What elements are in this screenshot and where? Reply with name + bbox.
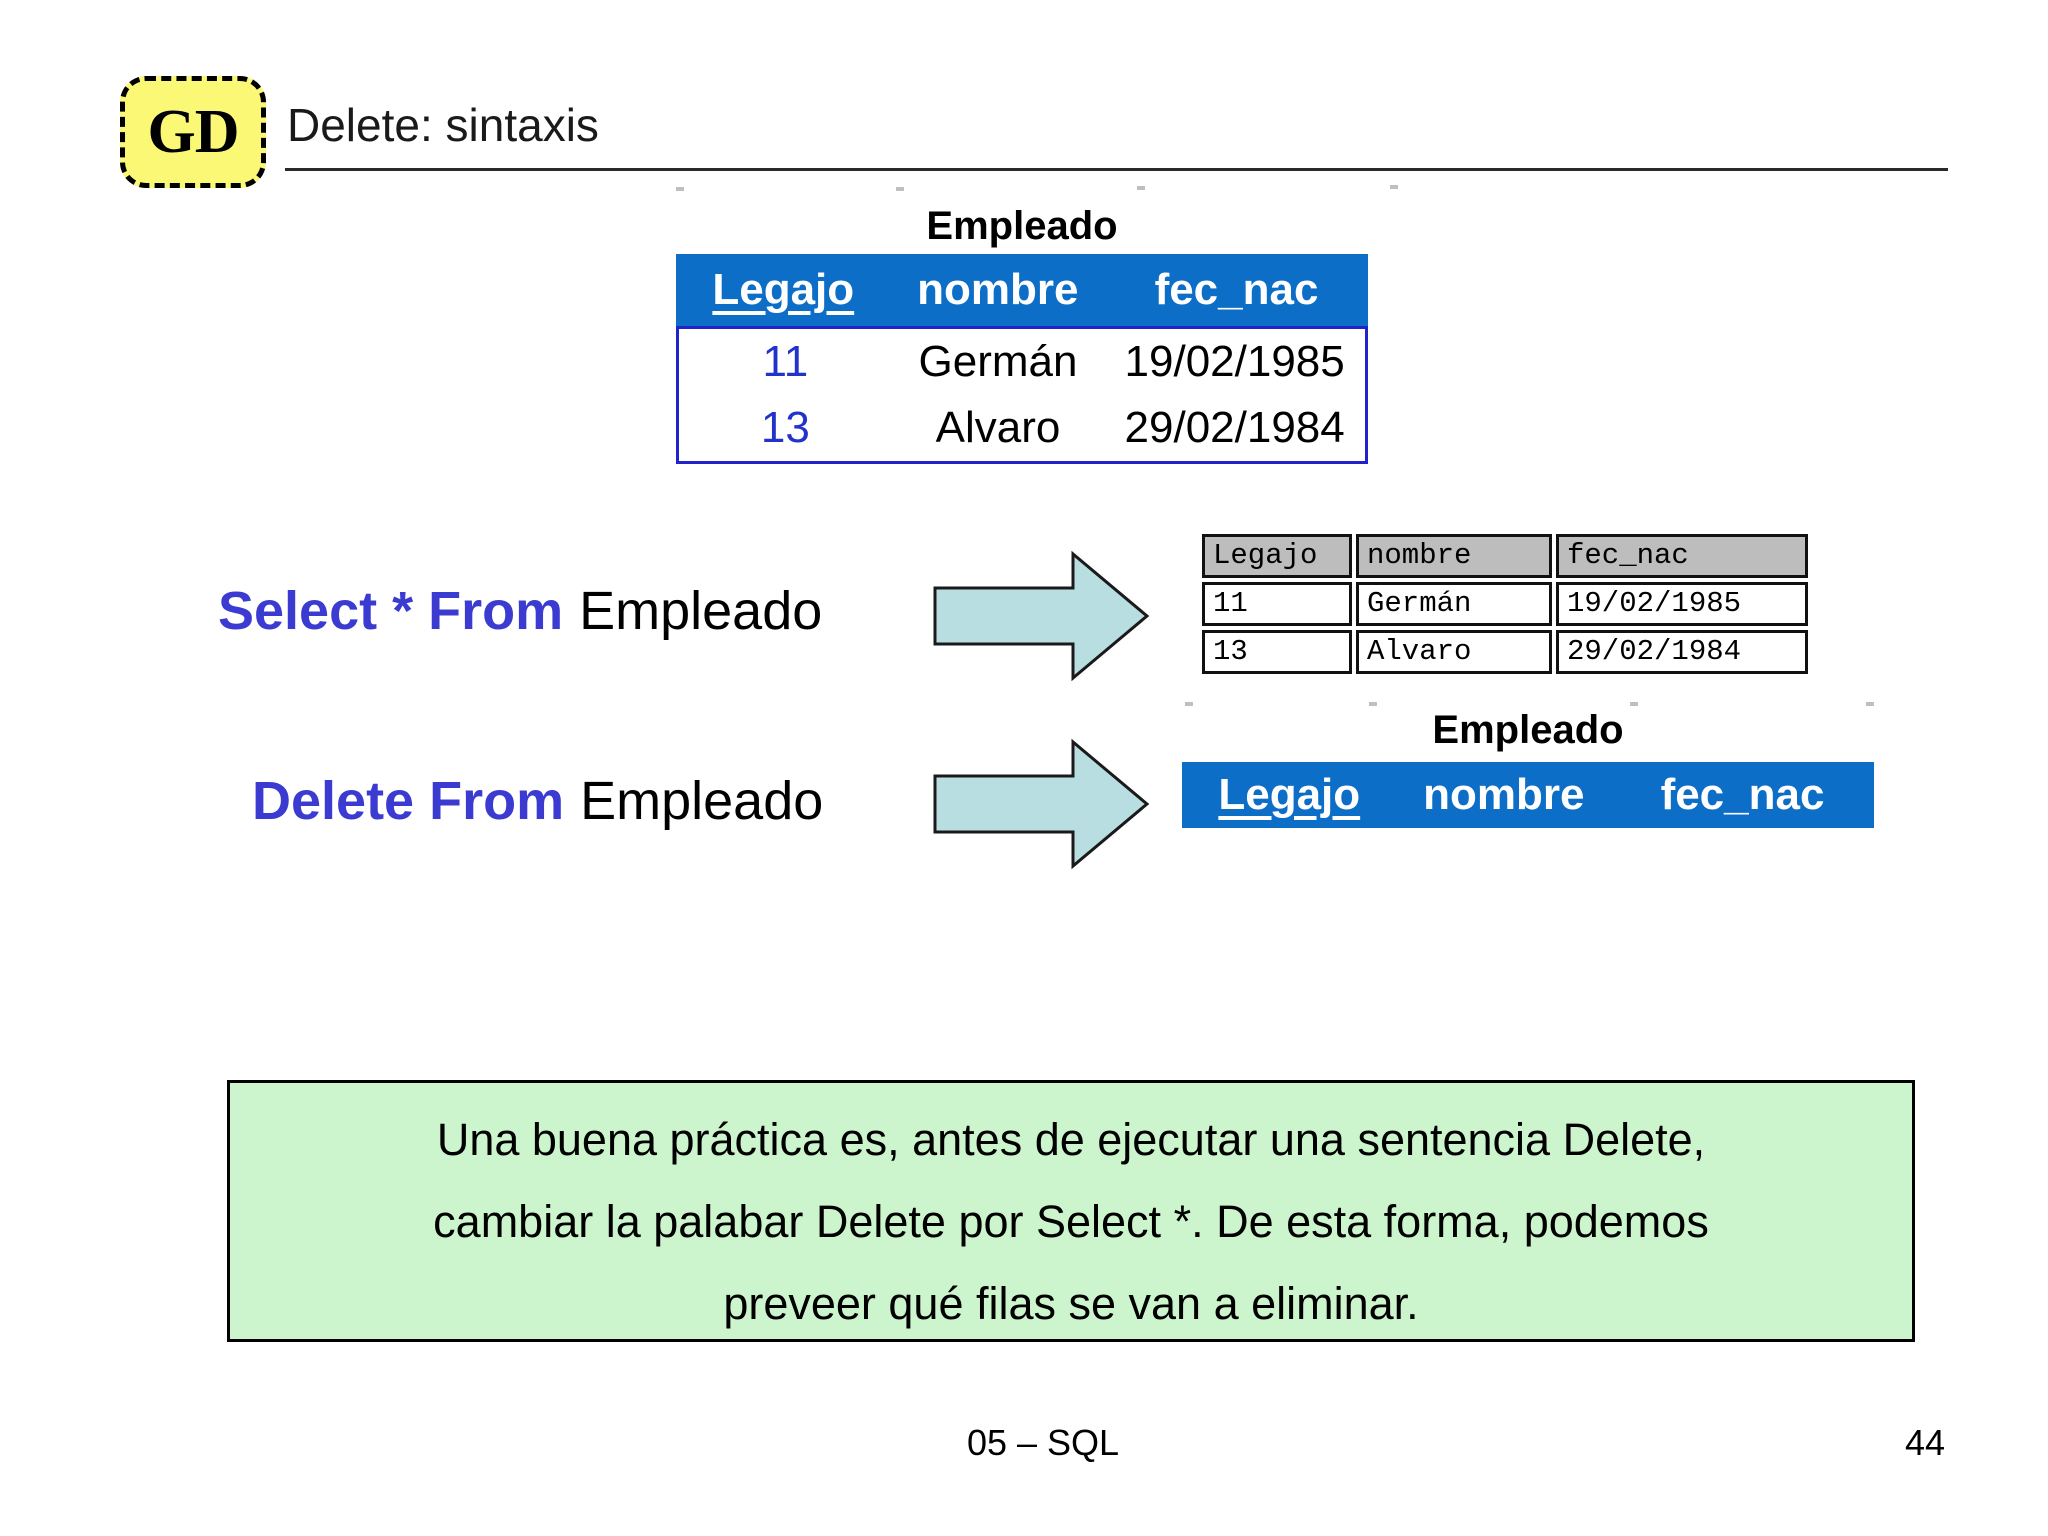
arrow-right-icon xyxy=(933,550,1150,682)
selection-handle xyxy=(1369,702,1377,706)
title-underline xyxy=(285,168,1948,171)
table-row: Legajo nombre fec_nac xyxy=(1202,534,1808,578)
delete-col-fecnac: fec_nac xyxy=(1660,770,1825,819)
note-line: Una buena práctica es, antes de ejecutar… xyxy=(436,1114,1706,1165)
footer-page-number: 44 xyxy=(1905,1422,1946,1463)
delete-table-name: Empleado xyxy=(580,771,824,831)
selection-handle xyxy=(1866,702,1874,706)
source-table-header: Legajo nombre fec_nac xyxy=(676,254,1368,326)
source-cell: 19/02/1985 xyxy=(1124,337,1345,386)
select-keyword: Select * From xyxy=(218,581,564,641)
note-line: cambiar la palabar Delete por Select *. … xyxy=(433,1196,1709,1247)
result-cell: Alvaro xyxy=(1356,630,1552,674)
delete-keyword: Delete From xyxy=(252,771,565,831)
source-cell: Alvaro xyxy=(935,403,1061,452)
source-cell: Germán xyxy=(918,337,1078,386)
source-col-fecnac: fec_nac xyxy=(1154,265,1319,314)
table-row: 11 Germán 19/02/1985 xyxy=(1202,582,1808,626)
best-practice-note: Una buena práctica es, antes de ejecutar… xyxy=(227,1080,1915,1342)
result-cell: Germán xyxy=(1356,582,1552,626)
source-cell: 13 xyxy=(760,403,810,452)
selection-handle xyxy=(896,187,904,191)
source-table-body: 11 Germán 19/02/1985 13 Alvaro 29/02/198… xyxy=(676,326,1368,464)
select-result-table: Legajo nombre fec_nac 11 Germán 19/02/19… xyxy=(1198,530,1812,678)
note-line: preveer qué filas se van a eliminar. xyxy=(723,1278,1419,1329)
select-table-name: Empleado xyxy=(579,581,823,641)
delete-col-nombre: nombre xyxy=(1423,770,1585,819)
result-cell: 13 xyxy=(1202,630,1352,674)
source-cell: 29/02/1984 xyxy=(1124,403,1345,452)
delete-result-title: Empleado xyxy=(1432,708,1624,752)
result-cell: 29/02/1984 xyxy=(1556,630,1808,674)
source-table-title: Empleado xyxy=(926,204,1118,248)
page-title: Delete: sintaxis xyxy=(287,99,599,151)
selection-handle xyxy=(1185,702,1193,706)
source-col-nombre: nombre xyxy=(917,265,1079,314)
source-col-legajo: Legajo xyxy=(712,265,855,314)
gd-logo: GD xyxy=(120,76,266,188)
selection-handle xyxy=(1137,186,1145,190)
selection-handle xyxy=(1630,702,1638,706)
footer-course-label: 05 – SQL xyxy=(966,1422,1120,1463)
result-col-legajo: Legajo xyxy=(1202,534,1352,578)
result-cell: 19/02/1985 xyxy=(1556,582,1808,626)
result-col-nombre: nombre xyxy=(1356,534,1552,578)
gd-logo-text: GD xyxy=(147,97,240,166)
result-col-fecnac: fec_nac xyxy=(1556,534,1808,578)
delete-col-legajo: Legajo xyxy=(1218,770,1361,819)
selection-handle xyxy=(676,187,684,191)
source-cell: 11 xyxy=(762,337,809,386)
result-cell: 11 xyxy=(1202,582,1352,626)
delete-result-header: Legajo nombre fec_nac xyxy=(1182,762,1874,828)
arrow-right-icon xyxy=(933,738,1150,870)
table-row: 13 Alvaro 29/02/1984 xyxy=(1202,630,1808,674)
selection-handle xyxy=(1390,185,1398,189)
